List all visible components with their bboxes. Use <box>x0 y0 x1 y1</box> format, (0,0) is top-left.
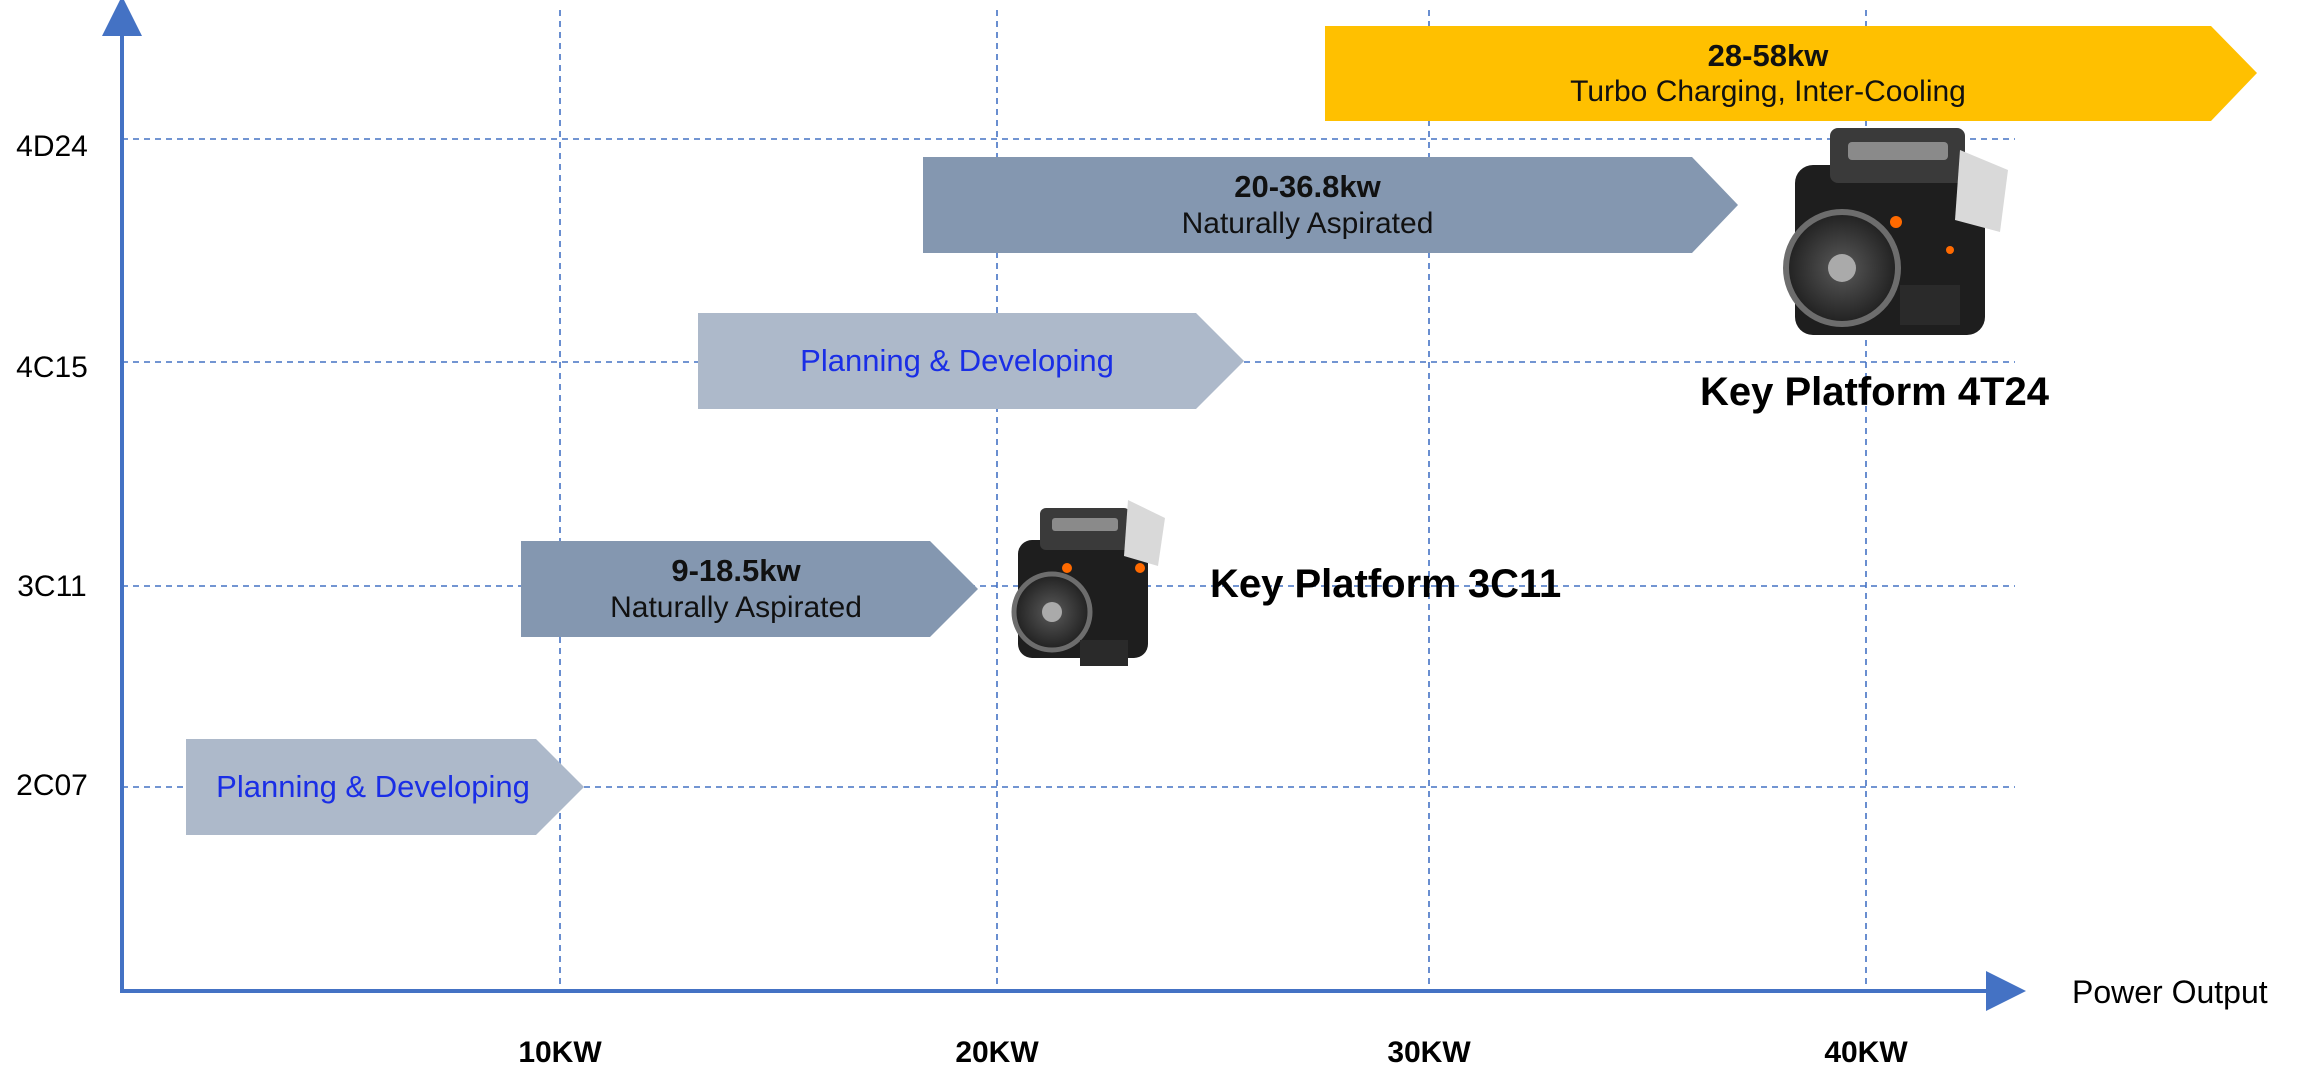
bar-description: Planning & Developing <box>216 768 530 804</box>
y-label-3c11: 3C11 <box>17 570 87 603</box>
bar-4d24-turbo: 28-58kw Turbo Charging, Inter-Cooling <box>1325 26 2211 121</box>
x-label-30kw: 30KW <box>1387 1036 1471 1069</box>
platform-label-3c11: Key Platform 3C11 <box>1210 562 1562 606</box>
bar-shape-4d24-turbo <box>1325 26 2257 121</box>
x-label-10kw: 10KW <box>518 1036 602 1069</box>
bar-description: Planning & Developing <box>800 342 1114 378</box>
bar-4c15-planning: Planning & Developing <box>698 313 1216 409</box>
engine-3c11-image <box>1011 500 1165 666</box>
bar-description: Naturally Aspirated <box>1181 206 1434 240</box>
engine-4t24-image <box>1783 128 2008 335</box>
bar-power-range: 20-36.8kw <box>1234 169 1381 205</box>
y-label-4c15: 4C15 <box>16 351 88 384</box>
x-label-20kw: 20KW <box>955 1036 1039 1069</box>
platform-label-4t24: Key Platform 4T24 <box>1700 370 2050 414</box>
bar-4d24-na: 20-36.8kw Naturally Aspirated <box>923 157 1692 253</box>
bar-description: Turbo Charging, Inter-Cooling <box>1570 75 1966 109</box>
bar-power-range: 9-18.5kw <box>671 553 801 589</box>
bar-3c11-na: 9-18.5kw Naturally Aspirated <box>521 541 951 637</box>
bar-2c07-planning: Planning & Developing <box>186 739 560 835</box>
x-axis-title: Power Output <box>2072 974 2268 1010</box>
bar-shape-4c15-planning <box>698 313 1244 409</box>
y-label-2c07: 2C07 <box>16 769 88 802</box>
bar-shape-3c11-na <box>521 541 978 637</box>
bar-description: Naturally Aspirated <box>610 590 862 624</box>
x-label-40kw: 40KW <box>1824 1036 1908 1069</box>
bar-shape-4d24-na <box>923 157 1738 253</box>
y-label-4d24: 4D24 <box>16 130 88 163</box>
bar-shape-2c07-planning <box>186 739 584 835</box>
bar-power-range: 28-58kw <box>1707 37 1829 73</box>
